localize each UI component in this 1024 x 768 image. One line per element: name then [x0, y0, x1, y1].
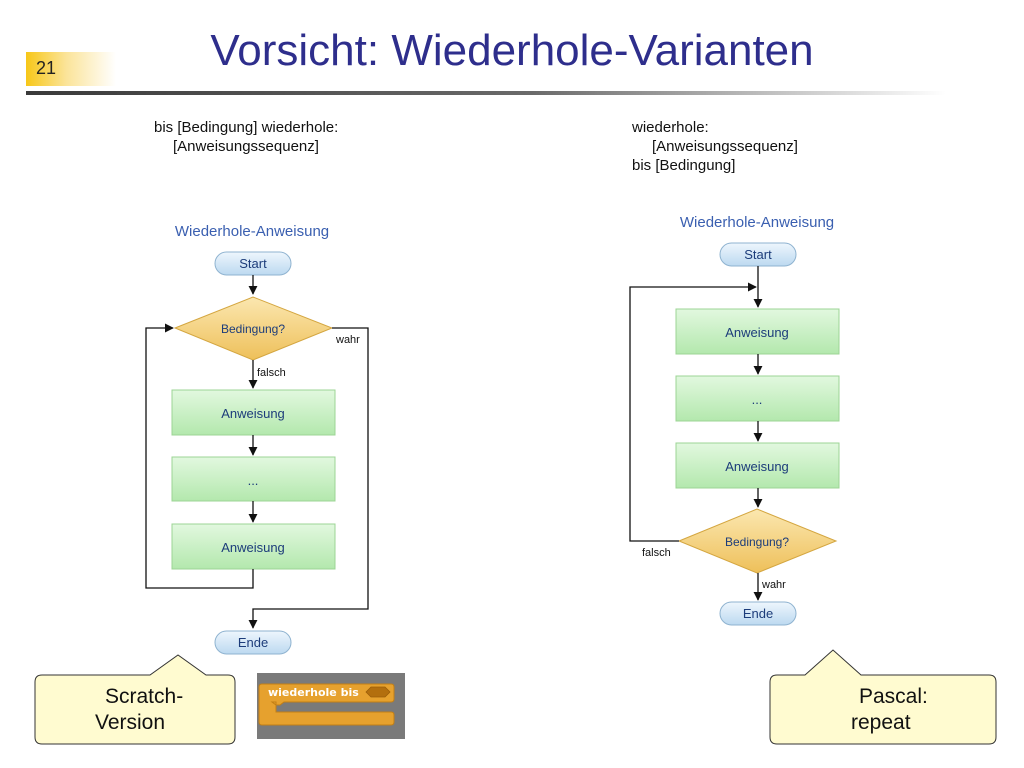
left-start-label: Start [239, 256, 267, 271]
left-decision-node: Bedingung? [173, 296, 334, 361]
scratch-callout [34, 654, 236, 745]
right-false-label: falsch [642, 547, 671, 559]
left-decision-label: Bedingung? [221, 322, 285, 336]
slide-number-badge: 21 [26, 52, 116, 86]
scratch-callout-line1: Scratch- [105, 685, 184, 708]
left-process-3: Anweisung [171, 523, 336, 570]
right-caption-line1: wiederhole: [632, 119, 709, 136]
right-process-2: ... [675, 375, 840, 422]
right-process-2-label: ... [752, 392, 763, 407]
right-start-label: Start [744, 247, 772, 262]
title-divider [26, 91, 946, 95]
right-end-label: Ende [743, 606, 773, 621]
right-diagram-title: Wiederhole-Anweisung [680, 214, 834, 231]
left-caption-line2: [Anweisungssequenz] [173, 138, 319, 155]
left-process-2: ... [171, 456, 336, 502]
scratch-callout-line2: Version [95, 711, 166, 734]
slide-title: Vorsicht: Wiederhole-Varianten [210, 26, 814, 75]
right-arrow-false-loop [629, 282, 757, 542]
right-process-3-label: Anweisung [725, 459, 789, 474]
left-start-node: Start [214, 251, 292, 276]
right-end-node: Ende [719, 601, 797, 626]
right-decision-label: Bedingung? [725, 535, 789, 549]
right-start-node: Start [719, 242, 797, 267]
left-arrow-true [248, 327, 369, 629]
right-decision-node: Bedingung? [677, 508, 838, 574]
pascal-callout-line1: Pascal: [859, 685, 928, 708]
left-process-1-label: Anweisung [221, 406, 285, 421]
right-caption-line3: bis [Bedingung] [632, 157, 736, 174]
left-process-3-label: Anweisung [221, 540, 285, 555]
pascal-callout [769, 649, 997, 745]
scratch-block-label: wiederhole bis [268, 686, 359, 699]
left-end-label: Ende [238, 635, 268, 650]
right-process-1-label: Anweisung [725, 325, 789, 340]
left-false-label: falsch [257, 367, 286, 379]
right-caption-line2: [Anweisungssequenz] [652, 138, 798, 155]
right-process-1: Anweisung [675, 308, 840, 355]
left-arrow-loop [145, 323, 254, 589]
scratch-condition-slot [365, 686, 391, 698]
left-process-1: Anweisung [171, 389, 336, 436]
left-process-2-label: ... [248, 473, 259, 488]
right-process-3: Anweisung [675, 442, 840, 489]
pascal-callout-line2: repeat [851, 711, 911, 734]
left-true-label: wahr [335, 334, 360, 346]
left-diagram-title: Wiederhole-Anweisung [175, 223, 329, 240]
right-true-label: wahr [761, 579, 786, 591]
left-caption-line1: bis [Bedingung] wiederhole: [154, 119, 339, 136]
scratch-repeat-until-block [257, 673, 405, 739]
left-end-node: Ende [214, 630, 292, 655]
slide-number: 21 [36, 58, 57, 78]
